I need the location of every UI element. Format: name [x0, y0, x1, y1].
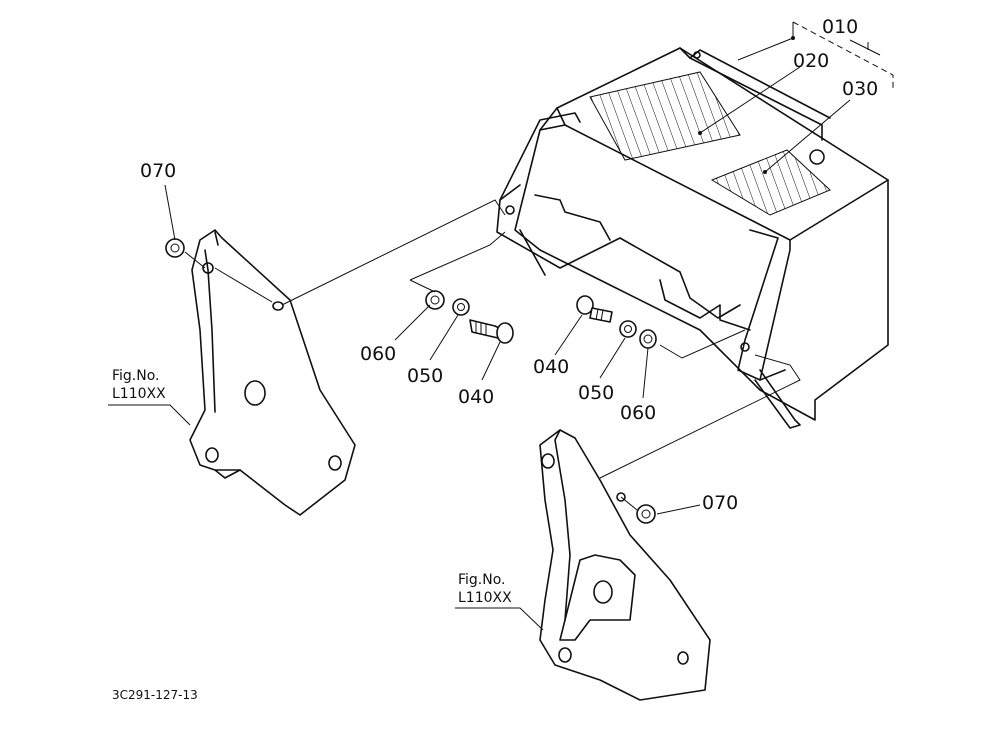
figure-ref-left-line1: Fig.No. — [112, 368, 160, 384]
figure-ref-right: Fig.No. L110XX — [458, 572, 512, 607]
callout-040-right: 040 — [533, 356, 570, 378]
figure-ref-right-line1: Fig.No. — [458, 572, 506, 588]
collar-060-left — [425, 290, 445, 310]
callout-030: 030 — [842, 78, 879, 100]
callout-070-left: 070 — [140, 160, 177, 182]
callout-060-left: 060 — [360, 343, 397, 365]
figure-ref-left: Fig.No. L110XX — [112, 368, 166, 403]
nut-070-left — [165, 238, 185, 258]
callout-010: 010 — [822, 16, 859, 38]
callout-leaders — [164, 21, 894, 515]
nut-070-right — [636, 504, 656, 524]
label-plate-020 — [589, 71, 741, 161]
left-bracket — [189, 229, 356, 516]
collar-060-right — [639, 329, 657, 349]
callout-070-right: 070 — [702, 492, 739, 514]
callout-050-right: 050 — [578, 382, 615, 404]
right-bracket — [539, 429, 711, 701]
assembly-guide-lines — [184, 199, 801, 511]
washer-050-right — [619, 320, 637, 338]
figure-ref-left-line2: L110XX — [112, 385, 166, 402]
callout-020: 020 — [793, 50, 830, 72]
callout-050-left: 050 — [407, 365, 444, 387]
cover-housing — [496, 47, 889, 429]
callout-040-left: 040 — [458, 386, 495, 408]
drawing-code: 3C291-127-13 — [112, 688, 198, 702]
bolt-040-right — [576, 295, 613, 323]
bolt-040-left — [469, 319, 514, 344]
label-plate-030 — [710, 149, 831, 216]
figure-ref-right-line2: L110XX — [458, 589, 512, 606]
callout-060-right: 060 — [620, 402, 657, 424]
washer-050-left — [452, 298, 470, 316]
